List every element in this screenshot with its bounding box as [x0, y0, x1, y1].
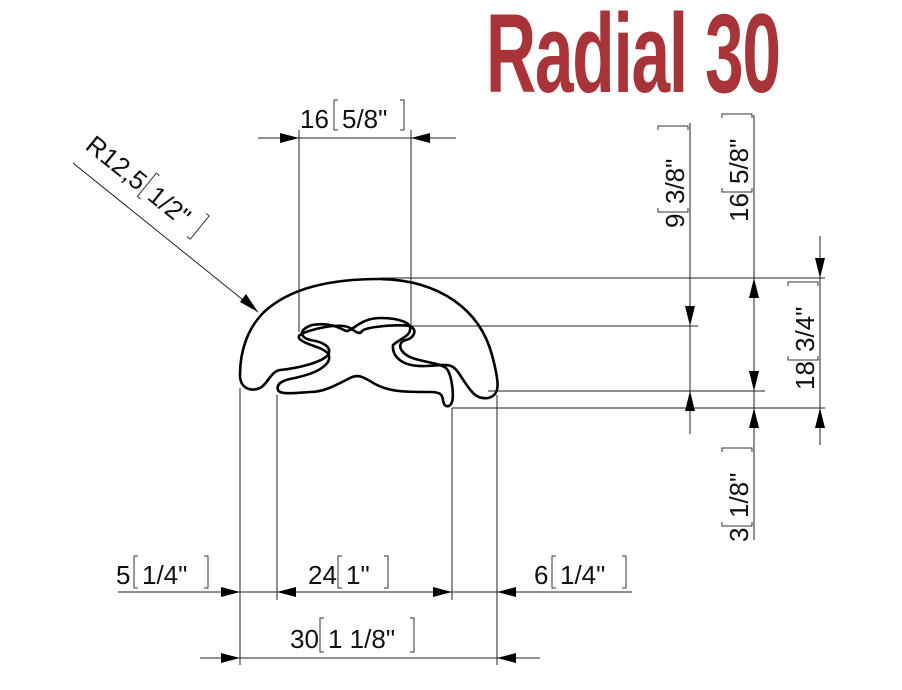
product-title: Radial 30 — [486, 0, 781, 116]
dim-top-width: 16 5/8" — [300, 99, 405, 134]
svg-text:9: 9 — [660, 214, 690, 228]
dim-outer-height: 16 5/8" — [721, 113, 754, 222]
svg-text:6: 6 — [534, 560, 548, 590]
svg-text:5/8": 5/8" — [342, 104, 387, 134]
dim-base-width: 24 1" — [308, 555, 389, 590]
svg-text:R12,5: R12,5 — [80, 129, 153, 196]
dim-left-offset: 5 1/4" — [116, 555, 209, 590]
dim-right-offset: 6 1/4" — [534, 555, 627, 590]
svg-text:5: 5 — [116, 560, 130, 590]
dim-inner-height: 9 3/8" — [657, 125, 690, 228]
svg-text:16: 16 — [300, 104, 329, 134]
svg-text:1/4": 1/4" — [142, 560, 187, 590]
svg-text:18: 18 — [790, 361, 820, 390]
svg-text:30: 30 — [290, 624, 319, 654]
arrowheads — [221, 133, 825, 663]
extension-lines — [72, 115, 825, 665]
svg-text:5/8": 5/8" — [724, 139, 754, 184]
svg-text:3: 3 — [724, 528, 754, 542]
svg-text:1/8": 1/8" — [724, 473, 754, 518]
svg-text:1": 1" — [346, 560, 370, 590]
svg-text:24: 24 — [308, 560, 337, 590]
dim-total-height: 18 3/4" — [787, 281, 820, 390]
svg-text:1/2": 1/2" — [142, 180, 196, 232]
svg-text:3/8": 3/8" — [660, 159, 690, 204]
svg-text:3/4": 3/4" — [790, 307, 820, 352]
dim-lip-height: 3 1/8" — [721, 447, 754, 542]
profile-outline — [238, 277, 499, 408]
svg-text:16: 16 — [724, 193, 754, 222]
dim-total-width: 30 1 1/8" — [290, 617, 415, 654]
svg-text:1/4": 1/4" — [560, 560, 605, 590]
svg-text:1 1/8": 1 1/8" — [328, 624, 395, 654]
